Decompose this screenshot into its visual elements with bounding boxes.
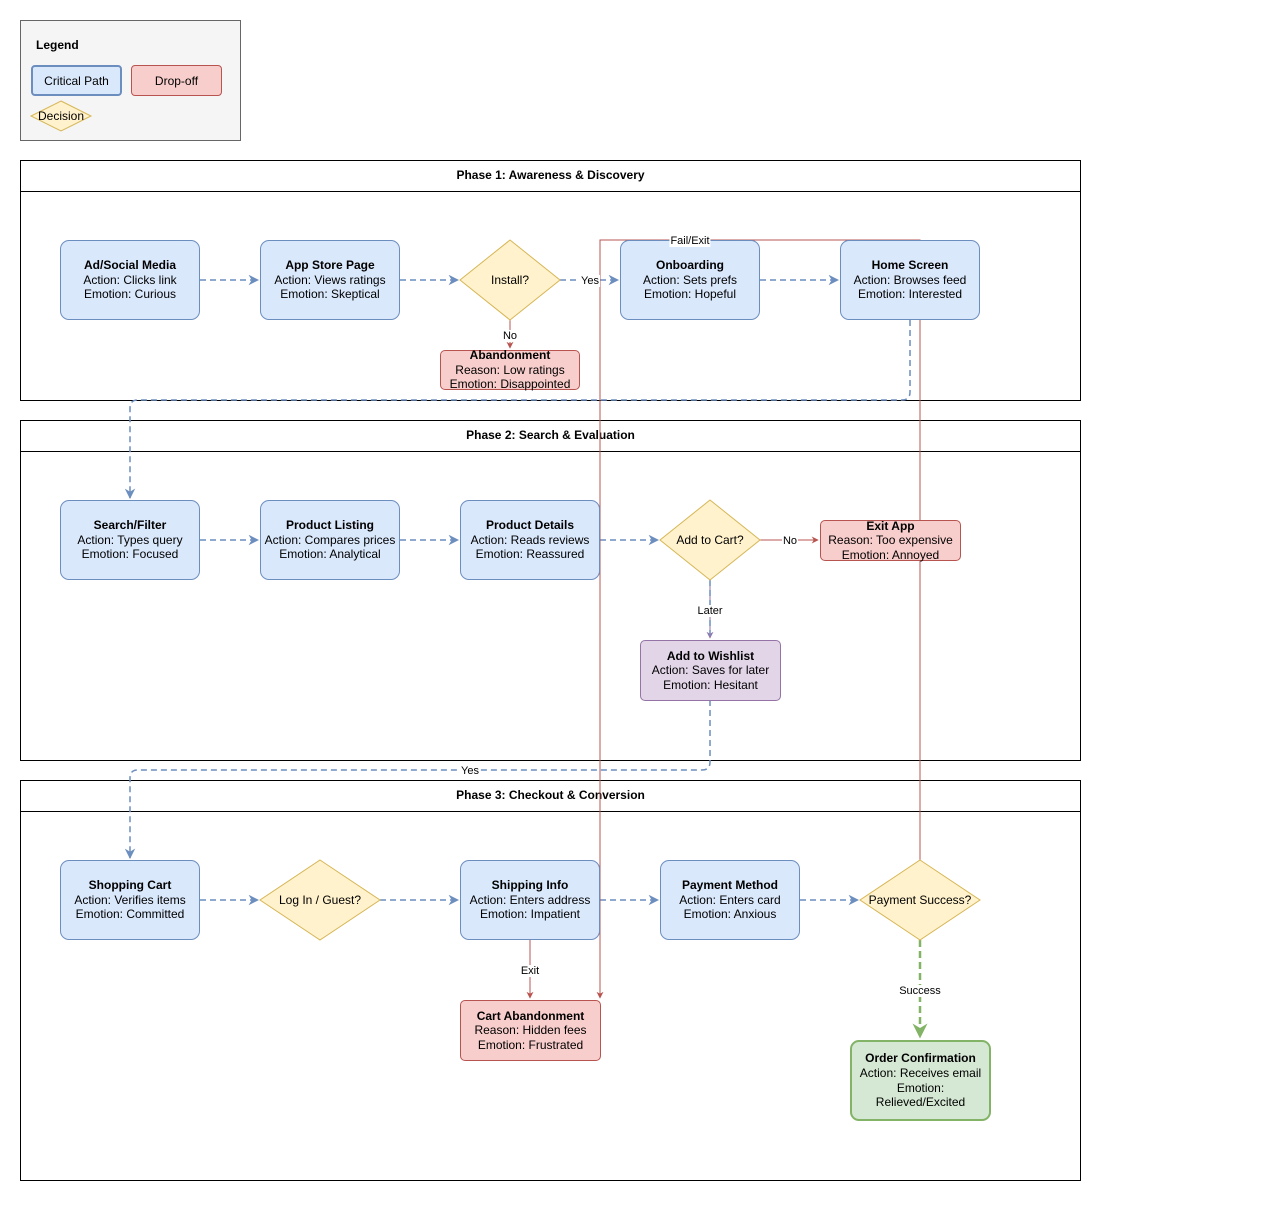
node-emotion: Emotion: Committed [75, 907, 185, 922]
node-emotion: Emotion: [896, 1080, 945, 1095]
edge-label-exit: Exit [519, 965, 541, 977]
node-title: Ad/Social Media [83, 258, 177, 273]
node-emotion: Emotion: Reassured [475, 547, 585, 562]
node-emotion: Emotion: Focused [81, 547, 179, 562]
node-action: Action: Compares prices [264, 532, 396, 547]
node-title: Order Confirmation [865, 1051, 976, 1066]
node-shopping-cart: Shopping Cart Action: Verifies items Emo… [60, 860, 200, 940]
node-ad-social-media: Ad/Social Media Action: Clicks link Emot… [60, 240, 200, 320]
node-emotion: Emotion: Skeptical [280, 287, 380, 302]
legend-title: Legend [36, 38, 79, 52]
node-abandonment: Abandonment Reason: Low ratings Emotion:… [440, 348, 580, 392]
node-cart-abandonment: Cart Abandonment Reason: Hidden fees Emo… [460, 1000, 601, 1061]
node-action: Action: Enters address [469, 892, 591, 907]
node-action: Action: Views ratings [274, 272, 386, 287]
node-title: Exit App [866, 518, 915, 533]
login-guest-decision: Log In / Guest? [278, 893, 362, 907]
add-to-cart-decision: Add to Cart? [676, 533, 744, 547]
node-emotion: Emotion: Hesitant [663, 677, 758, 692]
edge-label-success: Success [898, 985, 942, 997]
phase-2-title: Phase 2: Search & Evaluation [21, 421, 1080, 452]
node-title: Home Screen [871, 258, 949, 273]
node-action: Action: Saves for later [651, 663, 770, 678]
node-order-confirmation: Order Confirmation Action: Receives emai… [850, 1040, 991, 1121]
node-payment-method: Payment Method Action: Enters card Emoti… [660, 860, 800, 940]
edge-label-later: Later [696, 605, 724, 617]
node-shipping-info: Shipping Info Action: Enters address Emo… [460, 860, 600, 940]
node-reason: Reason: Too expensive [828, 533, 953, 548]
node-reason: Reason: Hidden fees [474, 1023, 587, 1038]
node-emotion: Emotion: Interested [857, 287, 963, 302]
node-action: Action: Verifies items [74, 892, 186, 907]
node-emotion: Emotion: Curious [83, 287, 177, 302]
node-emotion: Emotion: Analytical [279, 547, 381, 562]
node-action: Action: Browses feed [853, 272, 967, 287]
addcart-diamond [659, 499, 761, 581]
node-action: Action: Enters card [679, 892, 781, 907]
node-emotion: Emotion: Disappointed [449, 377, 571, 392]
legend-critical-path: Critical Path [31, 65, 122, 96]
edge-label-yes-install: Yes [580, 275, 600, 287]
node-action: Action: Clicks link [83, 272, 177, 287]
node-emotion: Emotion: Annoyed [841, 547, 940, 562]
node-title: Search/Filter [93, 518, 167, 533]
payment-success-decision: Payment Success? [868, 893, 972, 907]
node-title: Abandonment [469, 348, 551, 363]
node-app-store-page: App Store Page Action: Views ratings Emo… [260, 240, 400, 320]
node-emotion: Emotion: Anxious [683, 907, 777, 922]
node-emotion: Emotion: Frustrated [477, 1037, 584, 1052]
legend: Legend Critical Path Drop-off Decision [20, 20, 241, 141]
node-action: Action: Sets prefs [642, 272, 738, 287]
node-title: Product Details [485, 518, 575, 533]
node-reason: Reason: Low ratings [455, 362, 565, 377]
node-title: Add to Wishlist [666, 648, 755, 663]
node-add-to-wishlist: Add to Wishlist Action: Saves for later … [640, 640, 781, 701]
legend-drop-off: Drop-off [131, 65, 222, 96]
edge-home-to-search [124, 320, 911, 500]
edge-label-fail-exit: Fail/Exit [669, 235, 711, 247]
install-decision: Install? [490, 273, 530, 287]
edge-label-no-install: No [501, 330, 519, 342]
node-emotion: Emotion: Hopeful [643, 287, 737, 302]
node-title: Payment Method [681, 878, 778, 893]
install-diamond [459, 239, 561, 321]
legend-decision-label: Decision [37, 109, 85, 123]
node-title: App Store Page [285, 258, 375, 273]
edge-label-yes-cart: Yes [460, 765, 480, 777]
legend-decision-diamond [29, 100, 93, 132]
node-title: Shipping Info [491, 878, 569, 893]
node-exit-app: Exit App Reason: Too expensive Emotion: … [820, 518, 961, 562]
node-action: Action: Types query [77, 532, 183, 547]
node-emotion-value: Relieved/Excited [875, 1095, 966, 1110]
paysuccess-diamond [859, 859, 981, 941]
login-diamond [259, 859, 381, 941]
node-home-screen: Home Screen Action: Browses feed Emotion… [840, 240, 980, 320]
node-action: Action: Receives email [859, 1065, 982, 1080]
node-product-listing: Product Listing Action: Compares prices … [260, 500, 400, 580]
node-search-filter: Search/Filter Action: Types query Emotio… [60, 500, 200, 580]
phase-3-title: Phase 3: Checkout & Conversion [21, 781, 1080, 812]
edge-label-no-cart: No [781, 535, 799, 547]
node-product-details: Product Details Action: Reads reviews Em… [460, 500, 600, 580]
node-emotion: Emotion: Impatient [479, 907, 581, 922]
node-title: Cart Abandonment [476, 1008, 585, 1023]
edge-addcart-to-cart [124, 580, 711, 860]
node-onboarding: Onboarding Action: Sets prefs Emotion: H… [620, 240, 760, 320]
legend-critical-path-label: Critical Path [44, 73, 109, 88]
legend-drop-off-label: Drop-off [154, 73, 199, 88]
phase-2-container: Phase 2: Search & Evaluation [20, 420, 1081, 761]
node-title: Product Listing [286, 518, 374, 533]
phase-1-title: Phase 1: Awareness & Discovery [21, 161, 1080, 192]
node-action: Action: Reads reviews [470, 532, 590, 547]
node-title: Shopping Cart [88, 878, 172, 893]
node-title: Onboarding [656, 258, 724, 273]
